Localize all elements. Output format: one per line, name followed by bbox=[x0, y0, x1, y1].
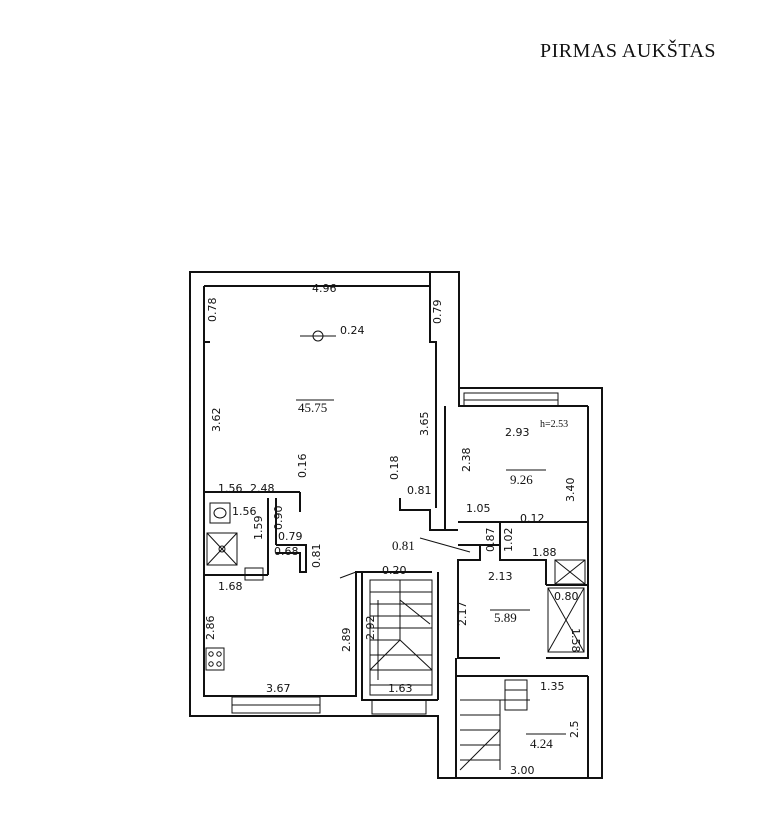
dim-2-86: 2.86 bbox=[204, 616, 217, 641]
area-corridor: 0.81 bbox=[392, 538, 415, 553]
dim-0-90: 0.90 bbox=[272, 506, 285, 531]
dim-1-58: 1.58 bbox=[569, 628, 582, 653]
dim-0-80: 0.80 bbox=[554, 590, 579, 603]
dim-3-40: 3.40 bbox=[564, 478, 577, 503]
dim-1-68: 1.68 bbox=[218, 580, 243, 593]
stairs-lower bbox=[459, 679, 530, 771]
dim-2-92: 2.92 bbox=[364, 616, 377, 641]
door-swings bbox=[339, 537, 471, 579]
dim-1-88: 1.88 bbox=[532, 546, 557, 559]
dim-0-87: 0.87 bbox=[484, 528, 497, 553]
dim-right-nook: 0.79 bbox=[431, 300, 444, 325]
dim-1-35: 1.35 bbox=[540, 680, 565, 693]
dim-3-00: 3.00 bbox=[510, 764, 535, 777]
dim-2-13: 2.13 bbox=[488, 570, 513, 583]
dim-top-width: 4.96 bbox=[312, 282, 337, 295]
area-living: 45.75 bbox=[298, 400, 327, 415]
area-storage: 5.89 bbox=[494, 610, 517, 625]
dim-1-63: 1.63 bbox=[388, 682, 413, 695]
stairs-main bbox=[369, 579, 433, 696]
dim-1-59: 1.59 bbox=[252, 516, 265, 541]
dim-1-02: 1.02 bbox=[502, 528, 515, 553]
stove-icon bbox=[205, 647, 225, 671]
dim-2-48: 2.48 bbox=[250, 482, 275, 495]
sink-icon bbox=[244, 567, 264, 581]
dim-1-56b: 1.56 bbox=[232, 505, 257, 518]
toilet-icon bbox=[209, 502, 231, 524]
dim-0-18: 0.18 bbox=[388, 456, 401, 481]
dim-living-left: 3.62 bbox=[210, 408, 223, 433]
dim-0-12: 0.12 bbox=[520, 512, 545, 525]
dim-2-38: 2.38 bbox=[460, 448, 473, 473]
shower-icon bbox=[206, 532, 238, 566]
dim-2-93: 2.93 bbox=[505, 426, 530, 439]
dim-2-89: 2.89 bbox=[340, 628, 353, 653]
dim-1-05: 1.05 bbox=[466, 502, 491, 515]
plan-title: PIRMAS AUKŠTAS bbox=[540, 40, 717, 62]
dim-3-67: 3.67 bbox=[266, 682, 291, 695]
wardrobe-storage bbox=[547, 587, 585, 653]
dim-0-20: 0.20 bbox=[382, 564, 407, 577]
area-bedroom: 9.26 bbox=[510, 472, 533, 487]
dim-light: 0.24 bbox=[340, 324, 365, 337]
dim-living-right: 3.65 bbox=[418, 412, 431, 437]
dim-left-nook: 0.78 bbox=[206, 298, 219, 323]
area-stair-room: 4.24 bbox=[530, 736, 553, 751]
dim-2-17: 2.17 bbox=[456, 602, 469, 627]
ceiling-light-icon bbox=[300, 330, 336, 342]
dim-0-81b: 0.81 bbox=[310, 544, 323, 569]
bathroom bbox=[206, 502, 264, 581]
dim-0-81a: 0.81 bbox=[407, 484, 432, 497]
exterior-walls bbox=[189, 271, 603, 779]
dim-1-56a: 1.56 bbox=[218, 482, 243, 495]
dim-0-79b: 0.79 bbox=[278, 530, 303, 543]
dim-0-16: 0.16 bbox=[296, 454, 309, 479]
living-partitions bbox=[203, 491, 589, 778]
room-height: h=2.53 bbox=[540, 419, 568, 430]
dim-partial: 2.5 bbox=[568, 721, 581, 739]
dim-0-68: 0.68 bbox=[274, 545, 299, 558]
wardrobe-bedroom bbox=[554, 559, 586, 585]
